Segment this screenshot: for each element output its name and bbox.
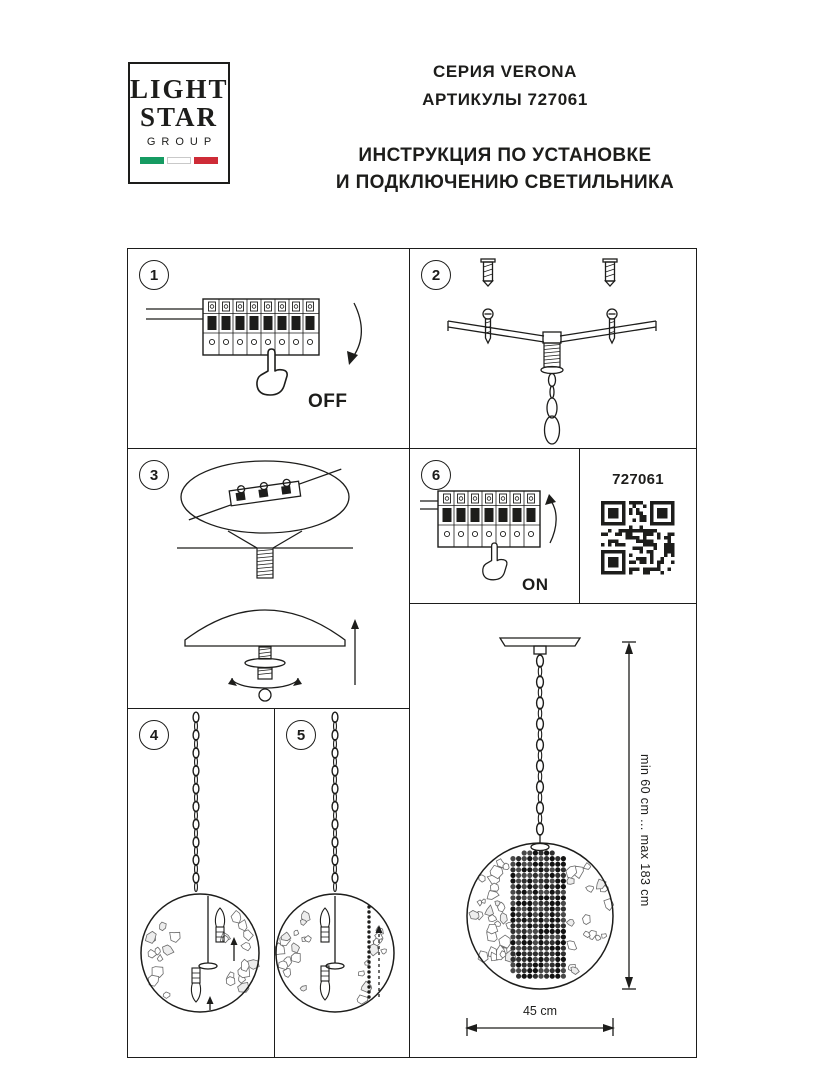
step-4-badge: 4 [139,720,169,750]
crystal-texture [275,910,387,1005]
threaded-stem-icon [257,667,273,680]
flag-green-stripe [140,157,164,164]
terminal-block-icon [188,468,342,521]
height-range-label: min 60 cm ... max 183 cm [638,754,652,907]
flag-red-stripe [194,157,218,164]
circuit-breaker-icon [202,298,320,356]
ceiling-plate-icon [498,637,582,647]
article-number: 727061 [612,471,664,488]
wall-plug-icon [602,258,618,287]
step-3-badge: 3 [139,460,169,490]
diameter-label: 45 cm [522,1004,558,1018]
step-1-badge: 1 [139,260,169,290]
crystal-ball-shade [466,842,614,990]
bulb-install-diagram [140,711,260,1013]
step-5-badge: 5 [286,720,316,750]
italy-flag-icon [130,157,228,164]
screw-icon [606,308,618,345]
screw-icon [482,308,494,345]
panel-step-6: 6 ON [410,449,580,604]
logo-word-group: GROUP [146,136,218,148]
panel-step-5: 5 [275,709,410,1057]
height-dimension-arrow [622,641,636,990]
lightstar-logo: LIGHT STAR GROUP [128,62,230,184]
panel-step-4: 4 [128,709,275,1057]
panel-dimensions: min 60 cm ... max 183 cm 45 cm [410,604,696,1057]
steps-grid: 1 OFF 2 [127,248,697,1058]
chain-icon [331,711,339,893]
breaker-on-diagram [420,490,557,581]
flag-white-stripe [167,157,191,164]
header: СЕРИЯ VERONA АРТИКУЛЫ 727061 ИНСТРУКЦИЯ … [295,58,715,196]
circuit-breaker-icon [437,490,541,548]
instruction-title-line2: И ПОДКЛЮЧЕНИЮ СВЕТИЛЬНИКА [335,172,675,193]
chain-icon [543,372,561,445]
step-2-badge: 2 [421,260,451,290]
candle-bulbs-and-beads-icon [319,905,383,1001]
logo-word-light: LIGHT [130,74,229,104]
canopy-icon [184,609,346,647]
qr-code-icon [601,501,675,575]
threaded-rod-icon [256,547,274,579]
pointing-hand-icon [482,542,508,581]
chandelier-diagram [465,637,636,1036]
chain-icon [192,711,200,893]
wall-plug-icon [480,258,496,287]
breaker-off-diagram [146,298,363,396]
on-label: ON [522,575,549,594]
instruction-title-line1: ИНСТРУКЦИЯ ПО УСТАНОВКЕ [358,145,652,166]
step-6-badge: 6 [421,460,451,490]
articles-title: АРТИКУЛЫ 727061 [422,90,588,109]
rotate-arrow-icon [231,677,299,689]
series-title: СЕРИЯ VERONA [432,62,578,81]
pointing-hand-icon [256,348,288,396]
logo-word-star: STAR [139,102,219,132]
panel-step-2: 2 [410,249,696,449]
panel-step-1: 1 OFF [128,249,410,449]
threaded-pipe-icon [543,342,561,368]
chain-icon [535,654,545,836]
panel-qr: 727061 [580,449,696,604]
off-label: OFF [308,391,348,412]
crystal-bead-band [510,850,566,979]
ceiling-mount-diagram [447,258,657,445]
decor-install-diagram [275,711,395,1013]
crystal-texture [144,909,260,999]
wiring-canopy-diagram [177,460,359,702]
threaded-stem-icon [258,646,272,660]
candle-bulbs-icon [190,907,238,1010]
panel-step-3: 3 [128,449,410,709]
width-dimension-arrow [465,1018,615,1036]
